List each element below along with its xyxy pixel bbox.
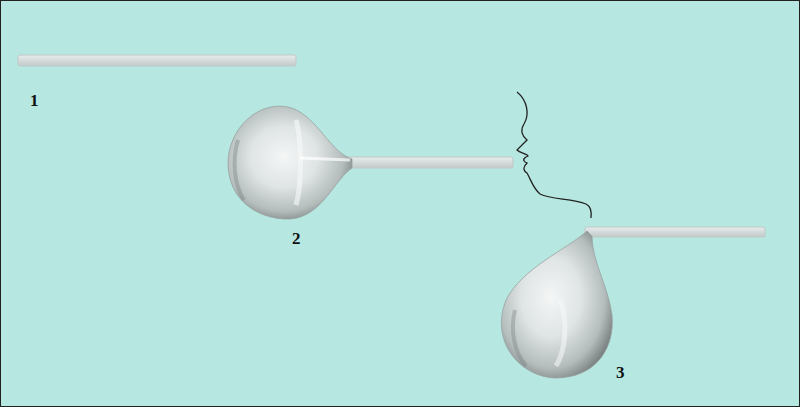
callout-number: 2 (292, 230, 301, 247)
round-bulb (228, 106, 513, 219)
glass-tube (18, 55, 296, 66)
face-profile (517, 92, 591, 218)
callout-number: 1 (30, 92, 39, 109)
callout-number: 3 (616, 364, 625, 381)
teardrop-bulb (501, 227, 765, 378)
